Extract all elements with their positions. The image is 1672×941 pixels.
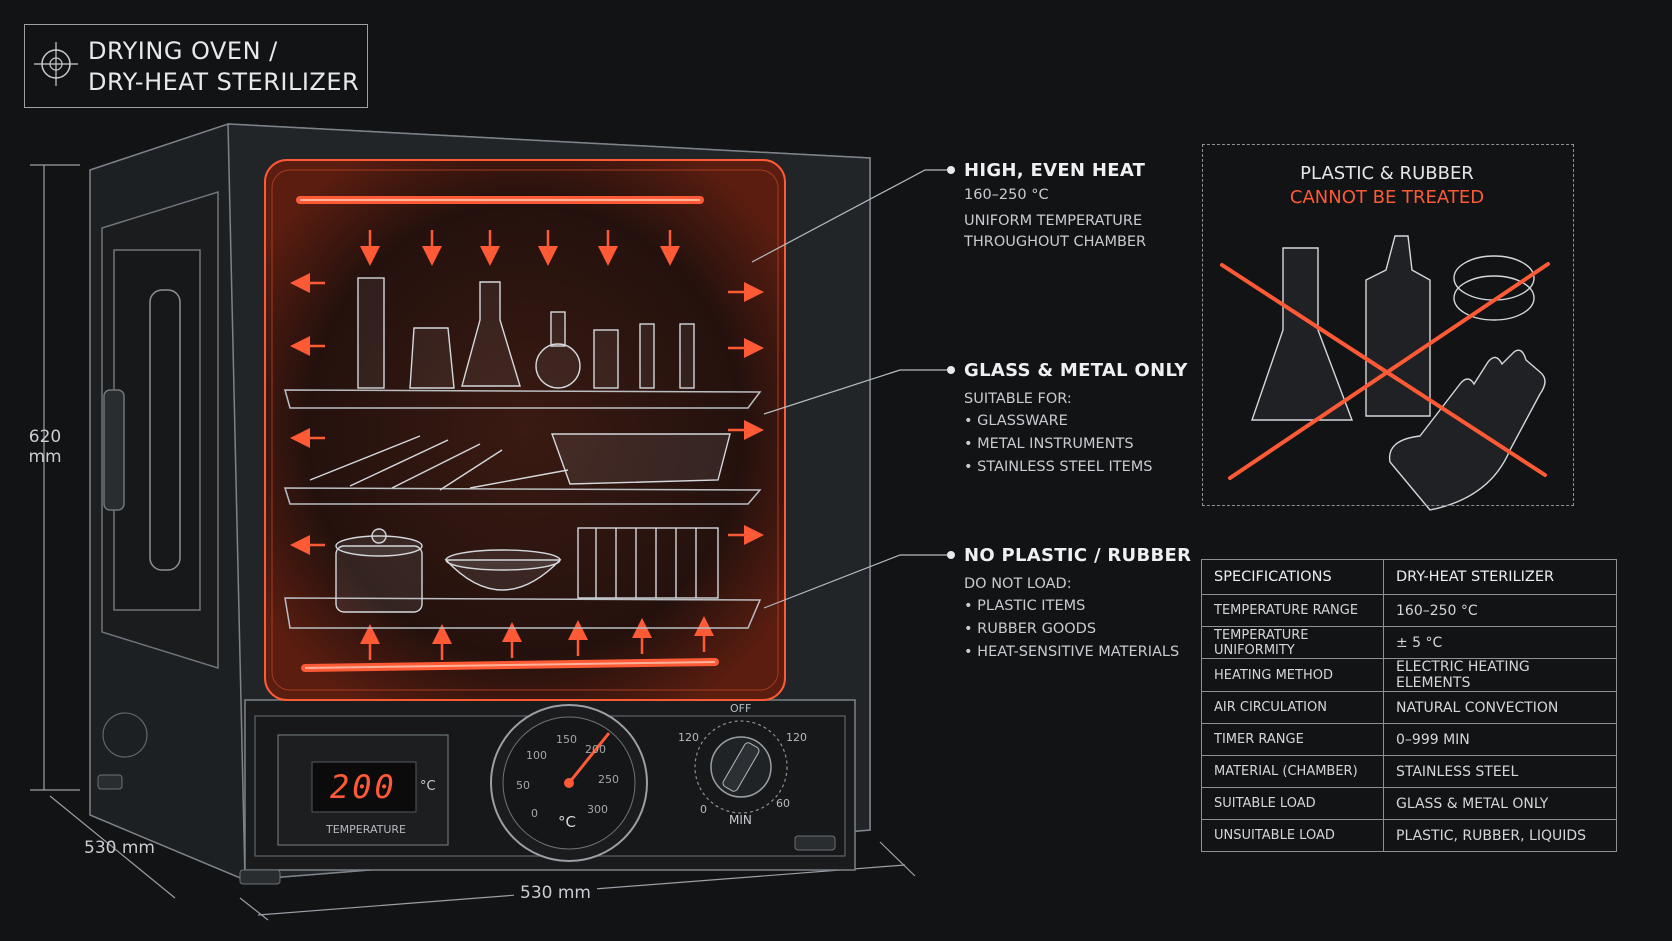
callout-heat-title: HIGH, EVEN HEAT [964,160,1146,181]
table-key: HEATING METHOD [1201,658,1384,692]
table-row: TEMPERATURE UNIFORMITY ± 5 °C [1201,626,1617,659]
callout-heat-range: 160–250 °C [964,187,1049,203]
timer-right-top: 120 [786,731,807,744]
timer-right-bottom: 60 [776,797,790,810]
table-value: GLASS & METAL ONLY [1383,787,1617,820]
page-title: DRYING OVEN / DRY-HEAT STERILIZER [88,36,359,98]
specifications-table: SPECIFICATIONS DRY-HEAT STERILIZER TEMPE… [1201,559,1617,852]
table-row: AIR CIRCULATION NATURAL CONVECTION [1201,691,1617,724]
table-value: NATURAL CONVECTION [1383,691,1617,724]
depth-label: 530 mm [84,838,155,858]
dial-tick-50: 50 [516,779,530,792]
table-key: AIR CIRCULATION [1201,691,1384,724]
heating-chamber [264,159,786,701]
thermometer-dial [490,704,648,862]
callout-heat-desc-1: UNIFORM TEMPERATURE [964,213,1143,229]
side-vent [102,712,148,758]
table-key: TEMPERATURE UNIFORMITY [1201,626,1384,659]
dial-tick-300: 300 [587,803,608,816]
callout-heat-desc-2: THROUGHOUT CHAMBER [964,234,1147,250]
prohibited-cross-icon [1220,262,1550,480]
table-header-cell: DRY-HEAT STERILIZER [1383,559,1617,595]
table-key: SUITABLE LOAD [1201,787,1384,820]
dial-tick-0: 0 [531,807,538,820]
depth-dimension-line [49,795,176,899]
height-value: 620 [28,427,62,447]
timer-knob [694,720,788,814]
table-key: TEMPERATURE RANGE [1201,594,1384,627]
height-dimension-line [30,164,80,791]
metal-instruments [309,433,731,491]
dial-unit: °C [558,813,576,831]
oven-shelves [283,389,762,629]
dial-tick-250: 250 [598,773,619,786]
list-item: • HEAT-SENSITIVE MATERIALS [964,644,1180,660]
table-header-cell: SPECIFICATIONS [1201,559,1384,595]
display-screen [311,761,417,813]
dial-tick-100: 100 [526,749,547,762]
list-item: • METAL INSTRUMENTS [964,436,1134,452]
callout-leaders [751,169,950,609]
title-line-2: DRY-HEAT STERILIZER [88,68,360,96]
callout-plastic-title: NO PLASTIC / RUBBER [964,545,1192,566]
table-value: 0–999 MIN [1383,723,1617,756]
list-item: • GLASSWARE [964,413,1068,429]
table-row: TEMPERATURE RANGE 160–250 °C [1201,594,1617,627]
timer-off-label: OFF [730,702,752,715]
table-key: TIMER RANGE [1201,723,1384,756]
callout-plastic: NO PLASTIC / RUBBER DO NOT LOAD: • PLAST… [964,545,1191,664]
table-key: UNSUITABLE LOAD [1201,819,1384,852]
table-row: TIMER RANGE 0–999 MIN [1201,723,1617,756]
height-unit: mm [28,447,62,467]
title-line-1: DRYING OVEN / [88,37,278,65]
list-item: • PLASTIC ITEMS [964,598,1086,614]
prohibited-items-illustration [1251,235,1546,511]
table-value: PLASTIC, RUBBER, LIQUIDS [1383,819,1617,852]
table-row: MATERIAL (CHAMBER) STAINLESS STEEL [1201,755,1617,788]
beaker-bowl-rack [335,527,719,613]
temperature-readout: 200 [330,768,397,806]
callout-plastic-intro: DO NOT LOAD: [964,576,1072,592]
table-value: ELECTRIC HEATING ELEMENTS [1383,658,1617,692]
warning-title: PLASTIC & RUBBER [1300,163,1474,184]
table-header-row: SPECIFICATIONS DRY-HEAT STERILIZER [1201,559,1617,595]
warning-panel [1202,144,1574,506]
warning-subtitle: CANNOT BE TREATED [1289,187,1485,208]
table-value: STAINLESS STEEL [1383,755,1617,788]
table-row: SUITABLE LOAD GLASS & METAL ONLY [1201,787,1617,820]
table-row: HEATING METHOD ELECTRIC HEATING ELEMENTS [1201,658,1617,692]
heat-arrows [290,230,764,660]
callout-dot-heat [947,166,955,174]
timer-left-bottom: 0 [700,803,707,816]
callout-heat: HIGH, EVEN HEAT 160–250 °C UNIFORM TEMPE… [964,160,1146,253]
crosshair-icon [34,42,78,86]
table-value: 160–250 °C [1383,594,1617,627]
table-value: ± 5 °C [1383,626,1617,659]
dial-tick-150: 150 [556,733,577,746]
table-key: MATERIAL (CHAMBER) [1201,755,1384,788]
callout-dot-glass [947,366,955,374]
heating-element-bottom [301,658,719,672]
callout-glass-intro: SUITABLE FOR: [964,391,1072,407]
title-frame [24,24,368,108]
height-label: 620 mm [28,427,62,467]
width-label: 530 mm [514,883,597,903]
table-row: UNSUITABLE LOAD PLASTIC, RUBBER, LIQUIDS [1201,819,1617,852]
glassware [357,277,695,389]
callout-glass: GLASS & METAL ONLY SUITABLE FOR: • GLASS… [964,360,1188,479]
dial-tick-200: 200 [585,743,606,756]
readout-unit: °C [420,779,436,794]
list-item: • RUBBER GOODS [964,621,1097,637]
callout-dot-plastic [947,551,955,559]
timer-left-top: 120 [678,731,699,744]
display-label: TEMPERATURE [326,823,406,836]
list-item: • STAINLESS STEEL ITEMS [964,459,1153,475]
timer-unit: MIN [729,813,752,827]
oven-door [101,190,219,670]
callout-glass-title: GLASS & METAL ONLY [964,360,1188,381]
